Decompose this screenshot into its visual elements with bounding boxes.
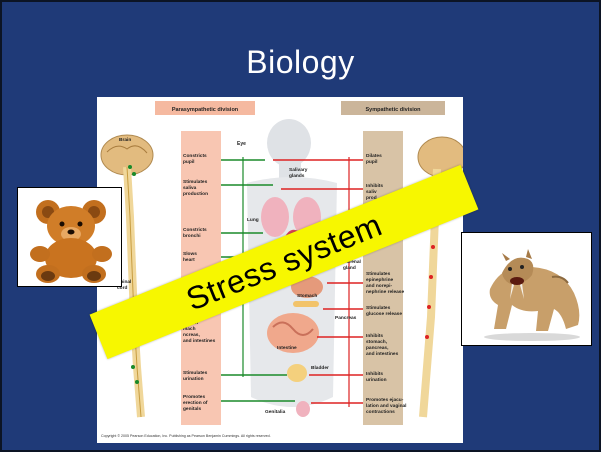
left-label: and intestines (183, 338, 216, 344)
left-label: Constricts (183, 227, 207, 233)
right-label: Dilates (366, 153, 382, 159)
copyright-text: Copyright © 2005 Pearson Education, Inc.… (101, 434, 271, 438)
organ-label-adrenal: gland (343, 265, 356, 271)
right-label: contractions (366, 409, 395, 415)
left-label: Constricts (183, 153, 207, 159)
organ-label-salivary: glands (289, 173, 305, 179)
left-label: Stimulates (183, 179, 208, 185)
left-label: ncreas, (183, 332, 200, 338)
organ-label-brain: Brain (119, 137, 131, 143)
right-label: Inhibits (366, 371, 383, 377)
right-label: and intestines (366, 351, 399, 357)
right-label: Stimulates (366, 305, 391, 311)
saber-tooth-cat-image (461, 232, 592, 346)
right-label: stomach, (366, 339, 388, 345)
right-label: and norepi- (366, 283, 393, 289)
parasympathetic-header: Parasympathetic division (172, 107, 239, 113)
right-label: heart (366, 241, 378, 247)
right-label: Inhibits (366, 183, 383, 189)
right-label: epinephrine (366, 277, 394, 283)
right-label: Stimulates (366, 271, 391, 277)
left-label: saliva (183, 185, 197, 191)
body-silhouette (247, 119, 337, 417)
left-label: pupil (183, 159, 194, 165)
right-label: glucose release (366, 311, 402, 317)
right-label: lation and vaginal (366, 403, 407, 409)
right-label: saliv (366, 189, 377, 195)
figure-drawing: Parasympathetic division Sympathetic div… (97, 97, 463, 443)
left-label: Stimulates (183, 370, 208, 376)
left-label: heart (183, 257, 195, 263)
left-label: Promotes (183, 394, 205, 400)
organ-label-stomach: Stomach (297, 293, 317, 299)
organ-label-pancreas: Pancreas (335, 315, 357, 321)
right-label: prod (366, 195, 377, 201)
teddy-bear-image (17, 187, 122, 287)
autonomic-nervous-system-figure: Parasympathetic division Sympathetic div… (97, 97, 463, 443)
saber-tooth-cat-icon (462, 233, 591, 345)
right-label: pupil (366, 159, 377, 165)
left-label: production (183, 191, 208, 197)
organ-label-bladder: Bladder (311, 365, 329, 371)
organ-label-salivary: Salivary (289, 167, 308, 173)
left-label: Slows (183, 251, 197, 257)
right-brain-spine (418, 137, 463, 417)
organ-label-intestine: Intestine (277, 345, 297, 351)
right-label: Promotes ejacu- (366, 397, 404, 403)
organ-label-adrenal: Adrenal (343, 259, 361, 265)
right-label: pancreas, (366, 345, 389, 351)
left-label: urination (183, 376, 204, 382)
left-label: bronchi (183, 233, 201, 239)
left-label: mach (183, 326, 196, 332)
organ-label-genitalia: Genitalia (265, 409, 286, 415)
organ-label-lung: Lung (247, 217, 259, 223)
slide-title: Biology (2, 44, 599, 81)
right-label: urination (366, 377, 387, 383)
right-label: Inhibits (366, 333, 383, 339)
right-label: nephrine release (366, 289, 404, 295)
teddy-bear-icon (18, 188, 121, 286)
sympathetic-header: Sympathetic division (365, 107, 421, 113)
left-label: erection of (183, 400, 208, 406)
organ-label-eye: Eye (237, 141, 246, 147)
right-label: ccelerates (366, 235, 390, 241)
left-label: genitals (183, 406, 201, 412)
left-label: ivity of (183, 320, 199, 326)
